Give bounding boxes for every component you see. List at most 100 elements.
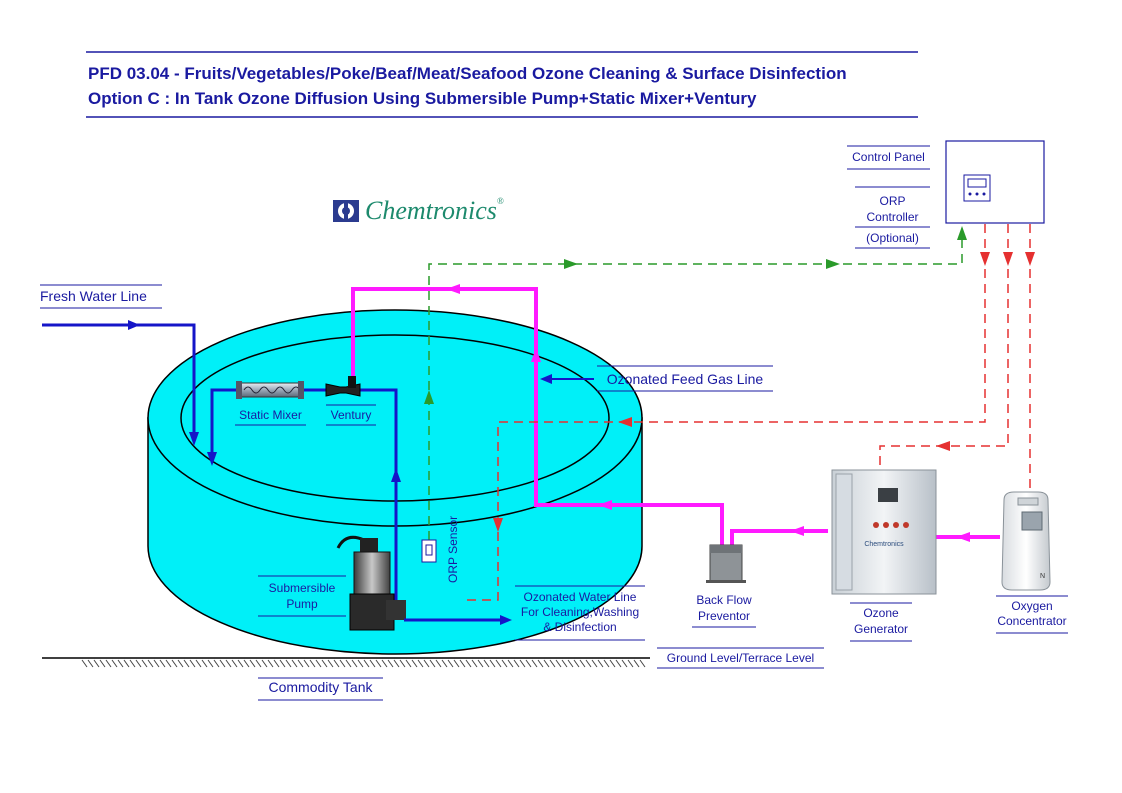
control-panel-label: Control Panel [852, 150, 925, 164]
ground-hatch-mark [255, 659, 262, 668]
ozone-label: Ozone [863, 606, 899, 620]
ground-hatch-mark [177, 659, 184, 668]
ground-hatch-mark [171, 659, 178, 668]
fresh-water-line-label: Fresh Water Line [40, 288, 147, 304]
ground-hatch-mark [453, 659, 460, 668]
chemtronics-logo: Chemtronics® [333, 196, 504, 226]
ground-hatch-mark [141, 659, 148, 668]
ground-hatch-mark [591, 659, 598, 668]
ground-hatch-mark [273, 659, 280, 668]
ground-hatch-mark [501, 659, 508, 668]
ground-hatch-mark [519, 659, 526, 668]
ground-hatch-mark [567, 659, 574, 668]
ground-hatch-mark [153, 659, 160, 668]
orp-label: ORP [879, 194, 906, 208]
label-rules [40, 145, 1068, 701]
ground-hatch-mark [189, 659, 196, 668]
ground-hatch-mark [555, 659, 562, 668]
logo-name: Chemtronics [365, 196, 497, 225]
ground-hatch-mark [267, 659, 274, 668]
ozonated-water-line-label-3: & Disinfection [543, 620, 617, 634]
ground-hatch-mark [405, 659, 412, 668]
mixer-assembly-pipes [207, 388, 401, 600]
ground-hatch-mark [393, 659, 400, 668]
static-mixer-icon [236, 381, 304, 399]
ground-hatch-mark [561, 659, 568, 668]
ground-hatch-mark [477, 659, 484, 668]
ground-hatch-mark [147, 659, 154, 668]
signal-arrow [957, 226, 967, 240]
ground-hatch-mark [357, 659, 364, 668]
back-flow-label: Back Flow [696, 593, 752, 607]
ventury-icon [325, 376, 361, 397]
ground-hatch-mark [579, 659, 586, 668]
ground-hatch-mark [231, 659, 238, 668]
ground-hatch-mark [471, 659, 478, 668]
ground-level [42, 657, 650, 668]
ground-hatch-mark [465, 659, 472, 668]
ground-hatch-mark [81, 659, 88, 668]
orp-sensor-label: ORP Sensor [446, 515, 460, 583]
control-panel-icon [945, 140, 1045, 224]
signal-arrow [564, 259, 578, 269]
ground-hatch-mark [411, 659, 418, 668]
ground-hatch-mark [537, 659, 544, 668]
ground-hatch-mark [429, 659, 436, 668]
chemtronics-logo-icon [333, 200, 359, 222]
static-mixer-label: Static Mixer [239, 408, 302, 422]
ozone-generator-icon: Chemtronics [831, 469, 937, 595]
ozonated-feed-gas-line [351, 284, 1000, 548]
ground-hatch-mark [261, 659, 268, 668]
ground-hatch-mark [183, 659, 190, 668]
ground-hatch-mark [609, 659, 616, 668]
ground-hatch-mark [543, 659, 550, 668]
ground-hatch-mark [459, 659, 466, 668]
fresh-water-line [42, 320, 199, 446]
ground-hatch-mark [195, 659, 202, 668]
ground-hatch-mark [327, 659, 334, 668]
ground-hatch-mark [627, 659, 634, 668]
orp-sensor-icon [421, 539, 437, 563]
optional-label: (Optional) [866, 231, 919, 245]
submersible-label: Submersible [268, 581, 336, 595]
ground-hatch-mark [387, 659, 394, 668]
ground-hatch-mark [87, 659, 94, 668]
ground-hatch-mark [573, 659, 580, 668]
ozonated-water-line-label-2: For Cleaning,Washing [520, 605, 640, 619]
preventor-label: Preventor [697, 609, 751, 623]
ground-hatch-mark [93, 659, 100, 668]
pump-label: Pump [286, 597, 318, 611]
ground-hatch-mark [447, 659, 454, 668]
ground-hatch-mark [483, 659, 490, 668]
oxy-brand-text: N [1040, 573, 1045, 580]
ground-hatch-mark [363, 659, 370, 668]
ground-hatch-mark [351, 659, 358, 668]
gen-brand-text: Chemtronics [864, 541, 904, 548]
ground-hatch-mark [279, 659, 286, 668]
ground-level-label: Ground Level/Terrace Level [666, 651, 815, 665]
ground-hatch-mark [321, 659, 328, 668]
ground-hatch-mark [237, 659, 244, 668]
concentrator-label: Concentrator [997, 614, 1067, 628]
ground-hatch-mark [117, 659, 124, 668]
ground-hatch-mark [639, 659, 646, 668]
ozonated-water-line [404, 615, 512, 625]
ground-hatch-mark [597, 659, 604, 668]
ground-hatch-mark [615, 659, 622, 668]
signal-arrow [826, 259, 840, 269]
ground-hatch-mark [435, 659, 442, 668]
ozonated-water-line-label-1: Ozonated Water Line [523, 590, 637, 604]
ground-hatch-mark [549, 659, 556, 668]
ground-hatch-mark [99, 659, 106, 668]
back-flow-preventor-icon [706, 544, 746, 583]
page-title-line-2: Option C : In Tank Ozone Diffusion Using… [88, 89, 757, 108]
ground-hatch-mark [111, 659, 118, 668]
oxygen-label: Oxygen [1011, 599, 1053, 613]
ground-hatch-mark [525, 659, 532, 668]
ground-hatch-mark [423, 659, 430, 668]
ground-hatch-mark [633, 659, 640, 668]
ground-hatch-mark [159, 659, 166, 668]
ground-hatch-mark [207, 659, 214, 668]
ground-hatch-mark [309, 659, 316, 668]
